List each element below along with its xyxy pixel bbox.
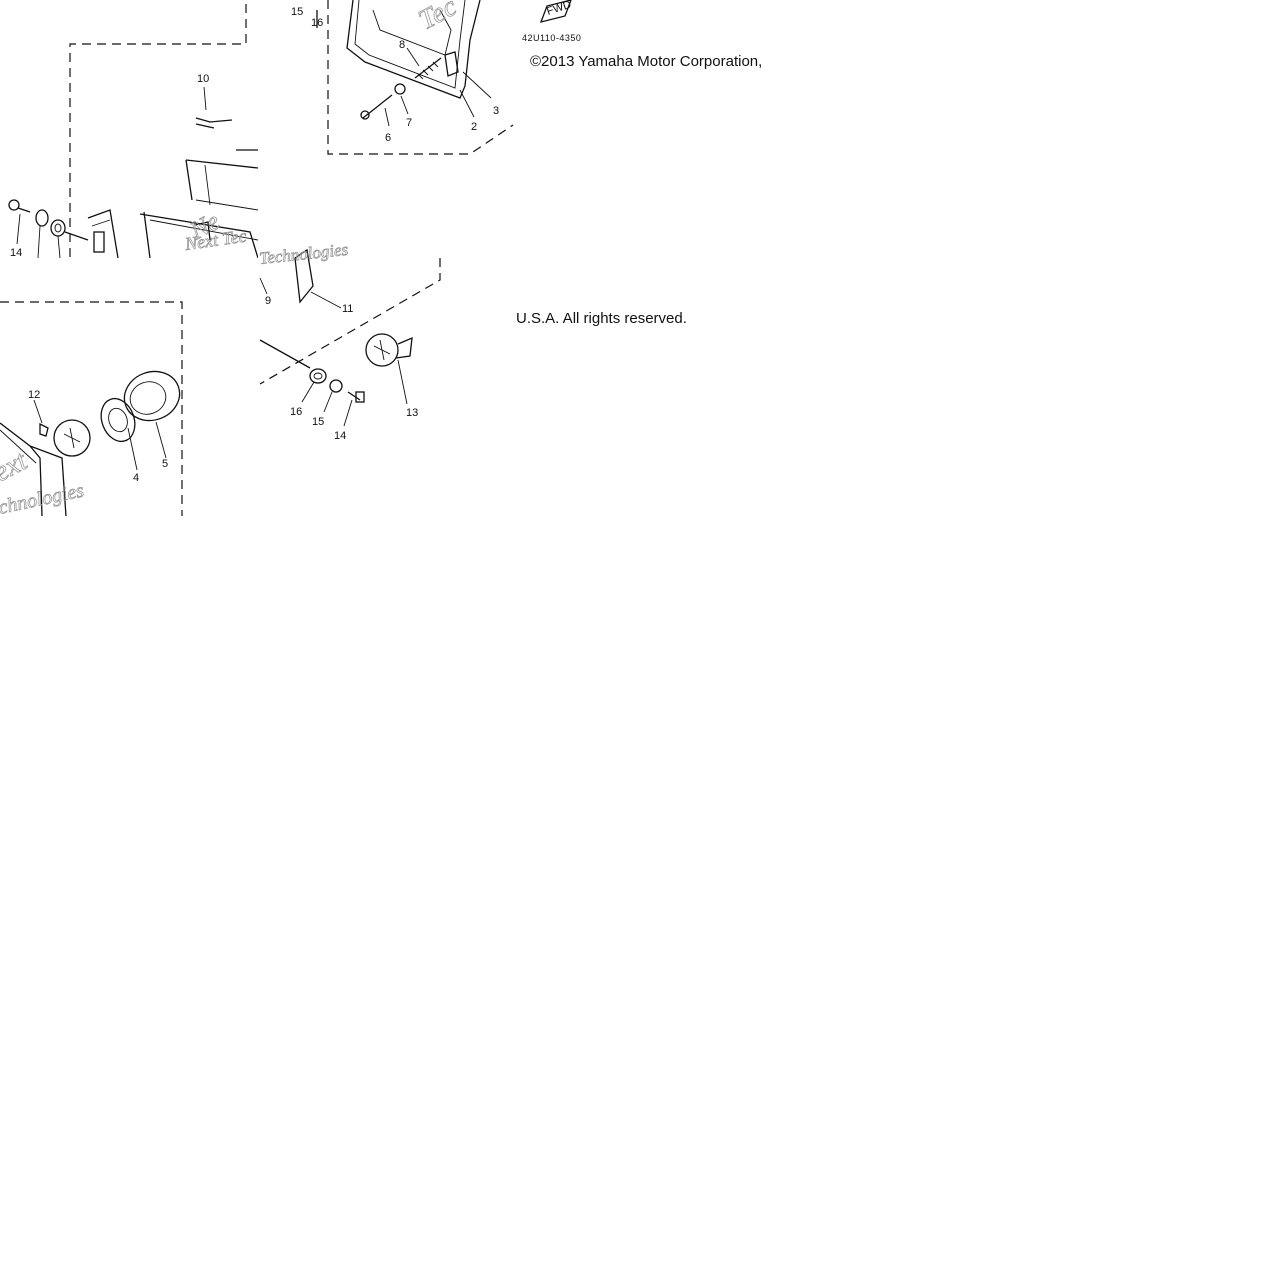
- svg-text:ext: ext: [0, 445, 33, 488]
- callout-15-top: 15: [291, 6, 303, 18]
- callout-15-bottom: 15: [312, 416, 324, 428]
- callout-6: 6: [385, 132, 391, 144]
- callout-5: 5: [162, 458, 168, 470]
- callout-14-bottom: 14: [334, 430, 346, 442]
- part-code: 42U110-4350: [522, 33, 582, 43]
- copyright-line-2: U.S.A. All rights reserved.: [516, 310, 687, 327]
- diagram-tile-adjuster: Technologies 9 11: [255, 240, 450, 390]
- diagram-tile-rear-housing: Tec 15 16 8 7 6 3 2: [255, 0, 520, 160]
- callout-3: 3: [493, 105, 499, 117]
- callout-12: 12: [28, 389, 40, 401]
- callout-14-left: 14: [10, 247, 22, 258]
- svg-text:Technologies: Technologies: [258, 240, 349, 268]
- callout-10: 10: [197, 73, 209, 85]
- diagram-tile-bulb-assembly: ext chnologies 12 4 5: [0, 258, 258, 516]
- callout-7: 7: [406, 117, 412, 129]
- callout-16-bottom: 16: [290, 406, 302, 418]
- callout-4: 4: [133, 472, 139, 484]
- fwd-badge: FWD: [535, 0, 575, 26]
- callout-13: 13: [406, 407, 418, 419]
- diagram-tile-position-bulb: 16 15 14 13: [280, 320, 440, 445]
- diagram-tile-headlight-body: Ne Next Tec 10 14: [0, 0, 258, 258]
- callout-2: 2: [471, 121, 477, 133]
- fwd-label: FWD: [545, 0, 573, 18]
- copyright-line-1: ©2013 Yamaha Motor Corporation,: [530, 53, 763, 70]
- callout-8: 8: [399, 39, 405, 51]
- callout-16-top: 16: [311, 17, 323, 29]
- svg-text:chnologies: chnologies: [0, 479, 86, 516]
- callout-9: 9: [265, 295, 271, 307]
- callout-11: 11: [342, 303, 353, 315]
